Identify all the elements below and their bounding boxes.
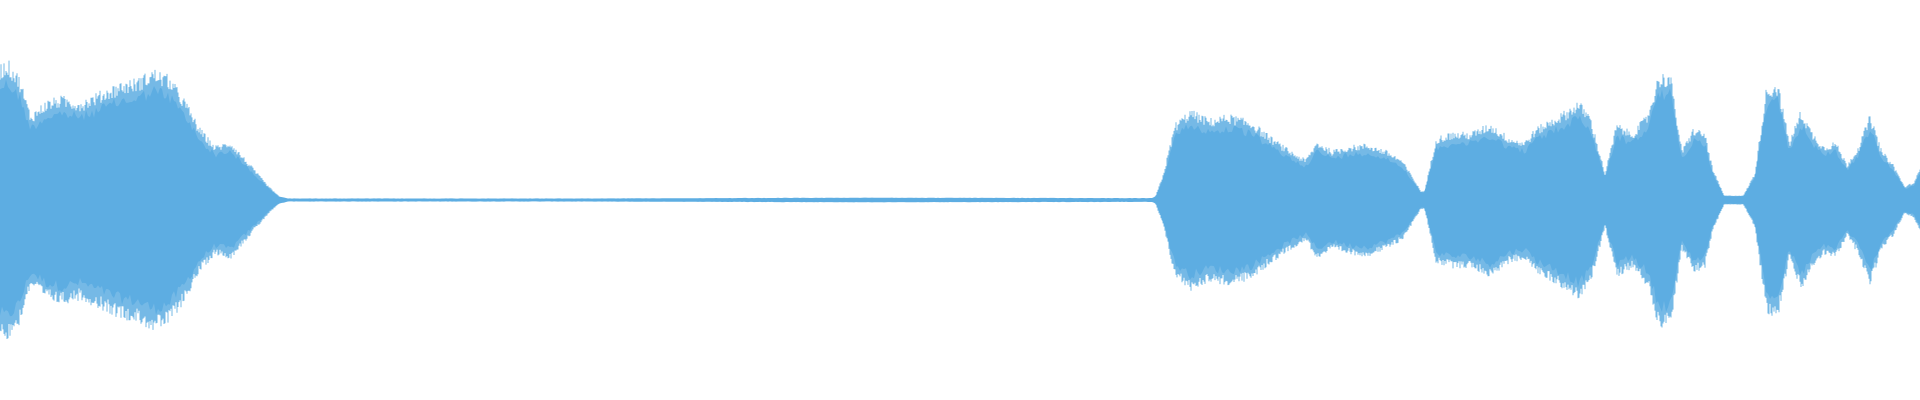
waveform-envelope: [0, 79, 1920, 317]
waveform-peaks: [0, 60, 1920, 339]
